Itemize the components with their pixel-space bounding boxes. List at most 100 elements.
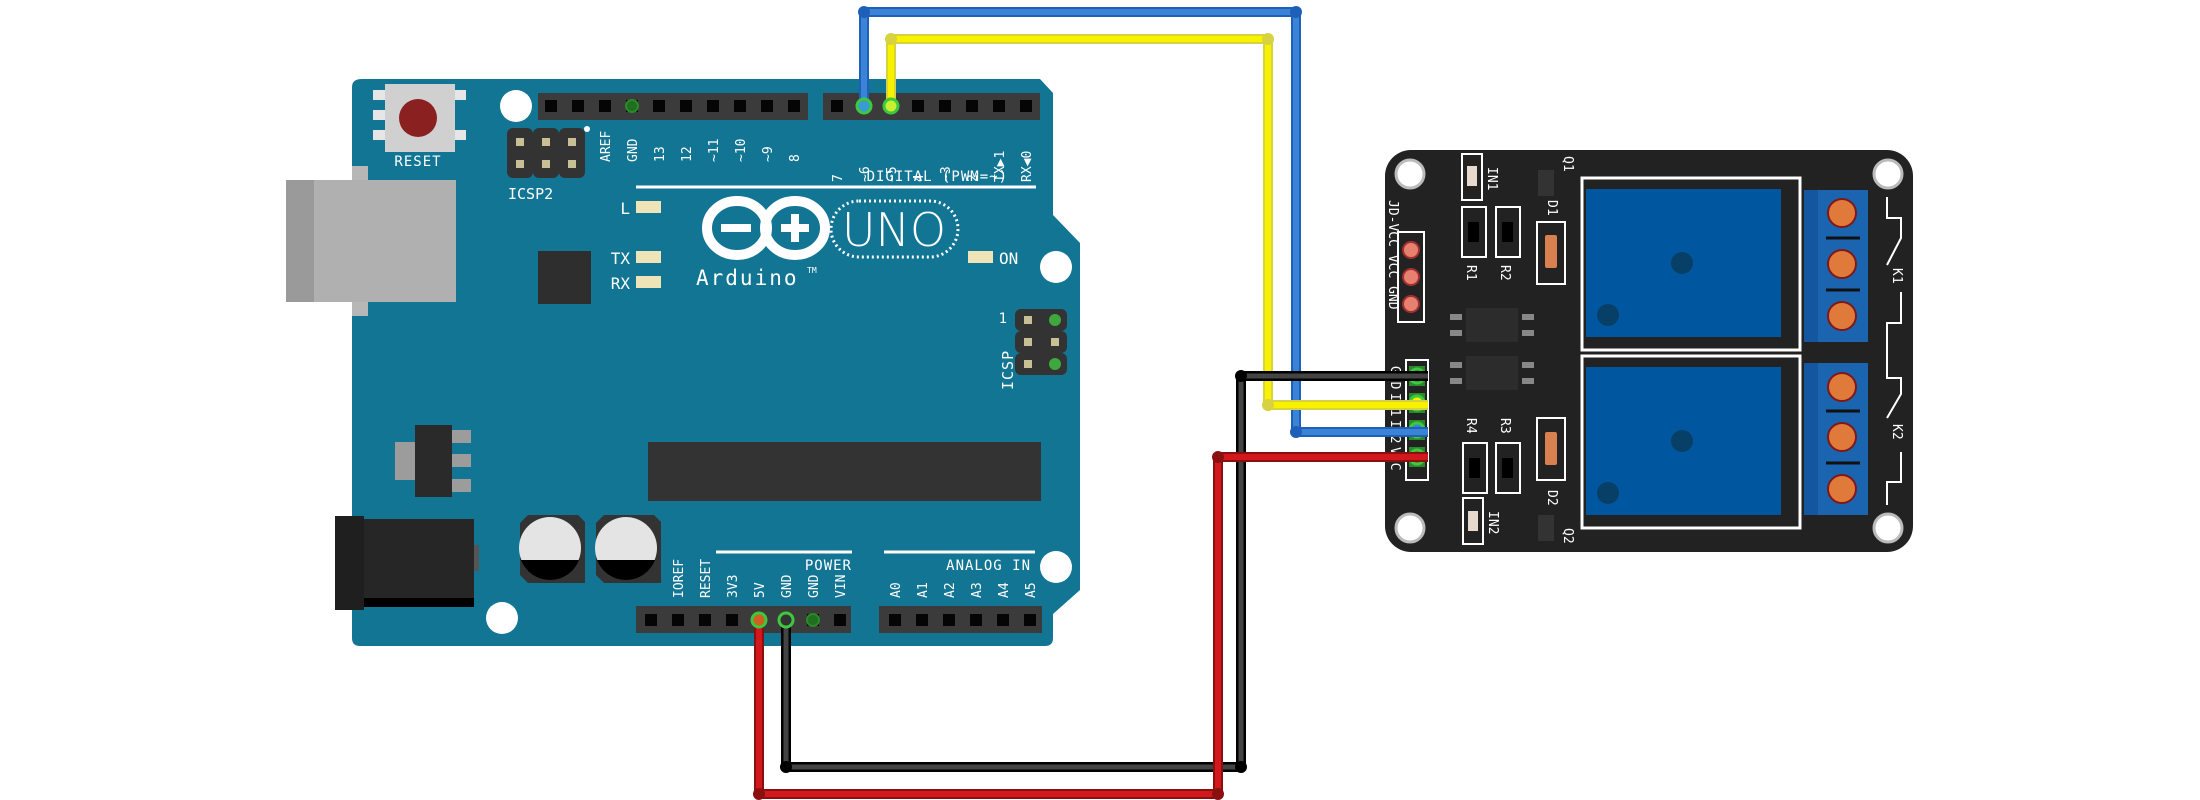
r1-outline	[1461, 206, 1487, 258]
analog-pin-a2[interactable]	[943, 614, 955, 626]
digital-pin-aref[interactable]	[599, 100, 611, 112]
in1-led-outline	[1461, 153, 1483, 201]
power-pin-label: RESET	[699, 559, 714, 598]
capacitor	[595, 515, 661, 583]
arduino-pcb	[352, 79, 1080, 646]
power-pin-nc[interactable]	[645, 614, 657, 626]
analog-pin-label: A0	[889, 582, 904, 598]
wire-endpoint	[855, 97, 873, 115]
wire-red-5v-vcc[interactable]	[753, 451, 1428, 800]
digital-pin-10[interactable]	[734, 100, 746, 112]
analog-pin-label: A4	[997, 582, 1012, 598]
screw-terminal	[1827, 372, 1857, 402]
digital-pin-label: 13	[653, 146, 668, 162]
r1	[1468, 222, 1479, 242]
wires	[753, 6, 1428, 800]
power-pin-vin[interactable]	[834, 614, 846, 626]
digital-pin-13[interactable]	[653, 100, 665, 112]
digital-pin-9[interactable]	[761, 100, 773, 112]
r3-outline	[1495, 442, 1521, 494]
digital-pin-tx1[interactable]	[993, 100, 1005, 112]
digital-pin-label: RX◀0	[1020, 151, 1035, 182]
led-rx: RX	[611, 274, 661, 293]
svg-text:L: L	[620, 199, 630, 218]
digital-pin-label: ~3	[939, 166, 954, 182]
r2	[1502, 222, 1513, 242]
arduino-logo	[702, 196, 830, 260]
digital-pin-label: TX▶1	[993, 151, 1008, 182]
relay-module[interactable]: IN1 Q1 D1 R1 R2 JD-VCC VCC GND	[1385, 150, 1913, 552]
in2-led-outline	[1462, 497, 1484, 545]
d1-label: D1	[1544, 200, 1559, 216]
power-pin-3v3[interactable]	[726, 614, 738, 626]
reset-button[interactable]	[373, 84, 466, 152]
analog-pin-a4[interactable]	[997, 614, 1009, 626]
mounting-hole	[1394, 512, 1426, 544]
analog-pin-a5[interactable]	[1024, 614, 1036, 626]
usb-connector	[286, 166, 456, 316]
input-header	[1405, 359, 1429, 481]
led-on: ON	[968, 249, 1018, 268]
digital-pin-11[interactable]	[707, 100, 719, 112]
d1-diode	[1545, 235, 1557, 268]
usb-chip	[538, 251, 591, 304]
power-label: POWER	[805, 558, 852, 574]
digital-pin-12[interactable]	[680, 100, 692, 112]
analog-header	[879, 606, 1042, 633]
d2-label: D2	[1544, 490, 1559, 506]
d2-diode	[1545, 432, 1557, 465]
mounting-hole	[1872, 512, 1904, 544]
digital-pin-nc[interactable]	[545, 100, 557, 112]
digital-pin-rx0[interactable]	[1020, 100, 1032, 112]
icsp-pin1-label: 1	[999, 311, 1007, 327]
screw-terminal	[1827, 249, 1857, 279]
power-pin-label: VIN	[834, 575, 849, 598]
digital-pin-2[interactable]	[966, 100, 978, 112]
svg-text:TX: TX	[611, 249, 631, 268]
digital-pin-label: ~11	[707, 139, 722, 162]
analog-pin-a0[interactable]	[889, 614, 901, 626]
mounting-hole	[1394, 158, 1426, 190]
mounting-hole	[486, 602, 518, 634]
k1-label: K1	[1889, 268, 1904, 284]
arduino-logo-text: Arduino	[696, 266, 799, 290]
optocoupler	[1450, 356, 1534, 390]
relay-k1	[1580, 176, 1802, 352]
atmega-chip	[648, 442, 1041, 501]
jumper-label: JD-VCC VCC GND	[1385, 200, 1400, 310]
jumper-pin-vcc	[1402, 268, 1420, 286]
digital-pin-8[interactable]	[788, 100, 800, 112]
digital-pin-label: AREF	[599, 131, 614, 162]
power-pin-gnd[interactable]	[806, 613, 820, 627]
digital-pin-4[interactable]	[912, 100, 924, 112]
d1-outline	[1536, 221, 1566, 285]
digital-pin-nc[interactable]	[572, 100, 584, 112]
d2-outline	[1536, 417, 1566, 481]
wire-yellow-d5-in1[interactable]	[885, 33, 1428, 411]
r4-outline	[1462, 442, 1488, 494]
digital-pin-gnd[interactable]	[625, 99, 639, 113]
wire-blue-d6-in2[interactable]	[858, 6, 1428, 438]
terminal-block-k2	[1804, 363, 1868, 515]
arduino-uno-board[interactable]: RESET ICSP2	[286, 79, 1080, 646]
wire-black-gnd-gnd[interactable]	[780, 370, 1428, 773]
r4	[1469, 458, 1480, 478]
in1-led	[1467, 166, 1477, 186]
analog-pin-a3[interactable]	[970, 614, 982, 626]
mounting-hole	[1040, 551, 1072, 583]
power-pin-reset[interactable]	[699, 614, 711, 626]
digital-pin-label: GND	[626, 138, 641, 162]
power-pin-label: 3V3	[726, 575, 741, 598]
in2-led	[1468, 511, 1478, 531]
capacitor	[519, 515, 585, 583]
optocoupler	[1450, 308, 1534, 342]
power-pin-label: GND	[780, 574, 795, 598]
analog-pin-a1[interactable]	[916, 614, 928, 626]
svg-text:ON: ON	[999, 249, 1018, 268]
power-pin-ioref[interactable]	[672, 614, 684, 626]
digital-pin-3[interactable]	[939, 100, 951, 112]
q1-label: Q1	[1560, 156, 1575, 172]
digital-pin-7[interactable]	[831, 100, 843, 112]
digital-pin-label: 12	[680, 146, 695, 162]
mounting-hole	[500, 90, 532, 122]
